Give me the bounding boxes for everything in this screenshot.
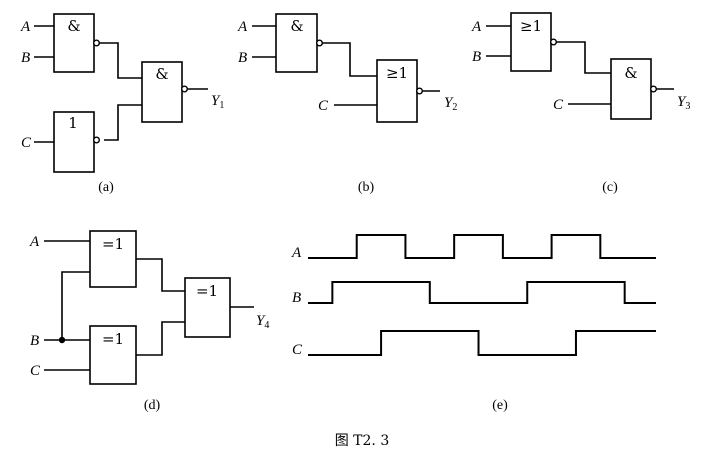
wire-a-nand-to-and (99, 42, 142, 79)
circuit-a: & 1 & A B C Y1 (a) (20, 13, 224, 195)
input-label-a: A (29, 234, 40, 250)
gate-symbol-and: & (155, 65, 168, 83)
waveform-label-c: C (292, 342, 303, 358)
output-index: 1 (219, 100, 224, 111)
waveform-c (308, 330, 656, 356)
circuit-c: ≥1 & A B C Y3 (c) (471, 12, 690, 195)
inverter-bubble (92, 136, 100, 144)
wire-d-xor2-to-xor3 (136, 321, 185, 356)
output-label-y2: Y2 (444, 95, 457, 113)
inverter-bubble (180, 85, 188, 93)
input-label-a: A (471, 19, 482, 35)
xor-gate-d2 (89, 325, 137, 385)
output-label-y3: Y3 (677, 94, 690, 112)
input-label-a: A (237, 19, 248, 35)
timing-waveforms: A B C (e) (291, 234, 656, 413)
waveform-a (308, 234, 656, 259)
gate-symbol-not: 1 (68, 114, 78, 132)
wire-c-nor-to-nand (556, 41, 611, 74)
wire-a-not-to-and (104, 104, 142, 141)
waveform-label-a: A (291, 245, 302, 261)
input-label-b: B (238, 50, 247, 66)
output-label-y4: Y4 (256, 313, 269, 331)
caption-e: (e) (492, 398, 508, 413)
input-label-b: B (472, 49, 481, 65)
waveform-label-b: B (292, 290, 301, 306)
caption-d: (d) (144, 398, 161, 413)
output-index: 2 (452, 102, 457, 113)
junction-dot (58, 336, 66, 344)
input-label-c: C (553, 97, 564, 113)
waveform-b (308, 281, 656, 304)
gate-symbol-or: ≥1 (520, 17, 542, 35)
nand-gate-a3 (141, 61, 183, 123)
inverter-bubble (650, 85, 658, 93)
xor-gate-d3 (184, 277, 231, 338)
wire-d-input-b-branch (61, 271, 90, 341)
output-letter: Y (211, 93, 221, 109)
input-label-a: A (20, 19, 31, 35)
inverter-bubble (92, 39, 100, 47)
output-index: 3 (685, 101, 690, 112)
caption-b: (b) (358, 180, 375, 195)
output-label-y1: Y1 (211, 93, 224, 111)
output-letter: Y (444, 95, 454, 111)
figure-title: 图 T2. 3 (335, 433, 390, 449)
output-index: 4 (264, 320, 269, 331)
gate-symbol-xor: =1 (102, 330, 124, 348)
input-label-b: B (30, 333, 39, 349)
circuit-b: & ≥1 A B C Y2 (b) (237, 13, 457, 195)
inverter-bubble (416, 87, 424, 95)
output-letter: Y (256, 313, 266, 329)
gate-symbol-and: & (624, 64, 637, 82)
circuit-d: =1 =1 =1 A B C Y4 (d) (29, 230, 269, 413)
nor-gate-b2 (376, 59, 418, 123)
wire-d-xor1-to-xor3 (136, 258, 185, 292)
inverter-bubble (550, 38, 558, 46)
gate-symbol-and: & (67, 17, 80, 35)
wire-b-nand-to-nor (322, 42, 377, 77)
gate-symbol-or: ≥1 (386, 64, 408, 82)
xor-gate-d1 (89, 230, 137, 288)
gate-symbol-xor: =1 (196, 282, 218, 300)
gate-symbol-xor: =1 (102, 235, 124, 253)
not-gate-a2 (53, 111, 95, 173)
inverter-bubble (316, 39, 324, 47)
output-letter: Y (677, 94, 687, 110)
caption-c: (c) (602, 180, 618, 195)
input-label-c: C (21, 135, 32, 151)
nand-gate-a1 (53, 13, 95, 73)
input-label-c: C (30, 363, 41, 379)
caption-a: (a) (98, 180, 114, 195)
input-label-b: B (21, 50, 30, 66)
gate-symbol-and: & (290, 17, 303, 35)
input-label-c: C (318, 98, 329, 114)
